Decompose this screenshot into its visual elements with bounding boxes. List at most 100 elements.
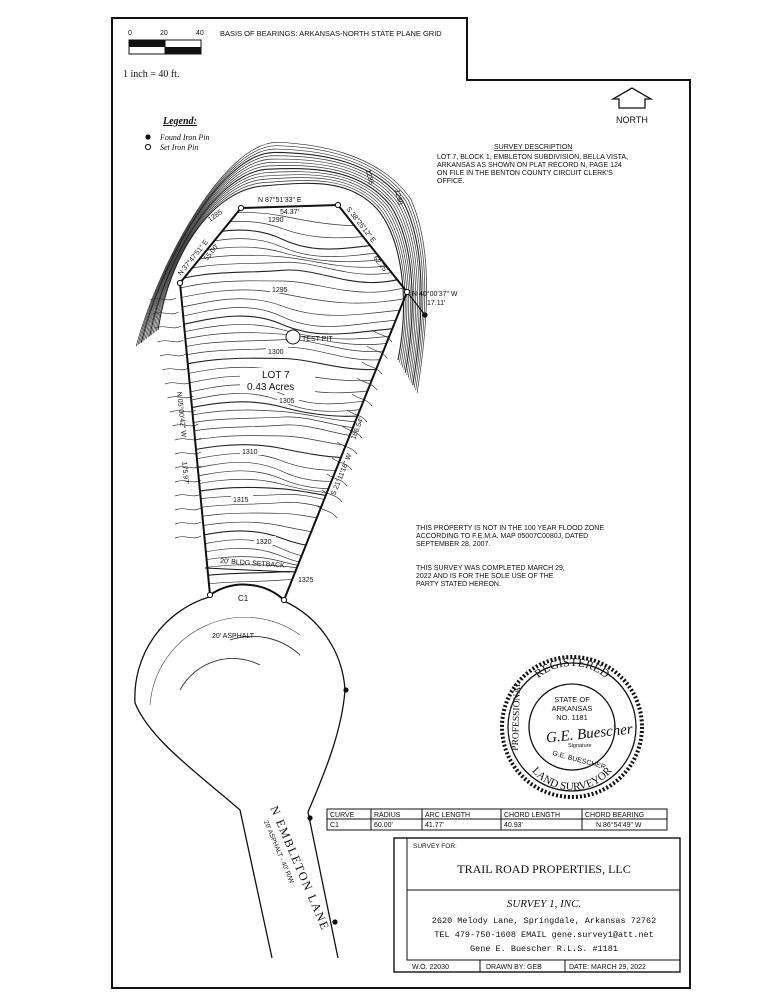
north-arrow-icon: NORTH	[610, 87, 654, 125]
legend-item-found: Found Iron Pin	[159, 133, 209, 142]
found-iron-pin-icon	[145, 134, 151, 140]
contour-line	[316, 505, 338, 519]
contour-line	[180, 315, 407, 335]
contour-line	[154, 177, 408, 366]
lot-boundary	[176, 201, 428, 604]
topographic-contours	[135, 141, 427, 539]
road-name: N EMBLETON LANE	[267, 804, 332, 933]
call-north-distance: 54.37'	[280, 209, 299, 216]
found-iron-pin-icon	[307, 815, 313, 821]
seal-left: PROFESSIONAL	[511, 681, 523, 751]
seal-number: NO. 1181	[556, 713, 588, 722]
contour-label: 1280	[393, 189, 403, 206]
contour-line	[180, 444, 407, 461]
survey-for-label: SURVEY FOR:	[413, 843, 457, 850]
svg-text:PARTY STATED HEREON.: PARTY STATED HEREON.	[416, 581, 501, 588]
contour-line	[180, 298, 407, 316]
setback-label: 20' BLDG SETBACK	[220, 558, 285, 570]
contour-line	[152, 174, 410, 368]
contour-line	[336, 441, 358, 455]
completion-note: THIS SURVEY WAS COMPLETED MARCH 29,	[416, 565, 565, 572]
contour-line	[157, 182, 405, 361]
set-iron-pin-icon	[280, 596, 288, 604]
seal-state: STATE OF	[554, 695, 590, 704]
svg-text:20: 20	[160, 30, 168, 37]
contour-line	[180, 571, 407, 590]
contour-line	[150, 171, 411, 371]
curve-table-header: CURVE	[330, 812, 355, 819]
svg-text:ACCORDING TO F.E.M.A. MAP 0500: ACCORDING TO F.E.M.A. MAP 05007C0080J, D…	[416, 533, 588, 540]
set-iron-pin-icon	[334, 201, 342, 209]
contour-line	[180, 564, 407, 581]
found-iron-pin-icon	[332, 919, 338, 925]
setback-line	[204, 567, 291, 573]
contour-line	[174, 535, 202, 539]
contour-line	[180, 409, 407, 427]
company-address: 2620 Melody Lane, Springdale, Arkansas 7…	[432, 916, 656, 926]
svg-text:SEPTEMBER 28, 2007.: SEPTEMBER 28, 2007.	[416, 541, 490, 548]
contour-line	[155, 180, 406, 363]
set-iron-pin-icon	[206, 591, 214, 599]
contour-line	[356, 377, 378, 391]
contour-line	[145, 161, 417, 378]
found-iron-pin-icon	[343, 687, 349, 693]
contour-line	[180, 521, 407, 538]
call-west-distance: 175.97'	[180, 461, 189, 484]
call-northeast-bearing: S 38°25'12" E	[344, 205, 377, 244]
set-iron-pin-icon	[237, 204, 245, 212]
contour-line	[180, 556, 407, 573]
contour-line	[180, 547, 407, 567]
curve-table-cell: 60.00'	[374, 822, 393, 829]
sheet-border	[111, 17, 691, 989]
contour-label: 1300	[268, 349, 284, 356]
contour-line	[180, 261, 407, 280]
contour-line	[162, 367, 189, 371]
contour-line	[139, 148, 424, 388]
survey-date: DATE: MARCH 29, 2022	[569, 964, 646, 971]
svg-text:ARKANSAS AS SHOWN ON PLAT RECO: ARKANSAS AS SHOWN ON PLAT RECORD N, PAGE…	[437, 162, 622, 169]
contour-line	[326, 473, 348, 487]
curve-label: C1	[238, 594, 249, 603]
contour-labels: 1285 1285 1280 1290 1295 1300 1305 1310 …	[207, 169, 403, 584]
svg-text:OFFICE.: OFFICE.	[437, 178, 465, 185]
contour-line	[152, 311, 179, 315]
svg-text:ON FILE IN THE BENTON COUNTY C: ON FILE IN THE BENTON COUNTY CIRCUIT CLE…	[437, 170, 613, 177]
contour-line	[174, 493, 202, 497]
contour-line	[180, 289, 407, 306]
contour-label: 1295	[272, 287, 288, 294]
contour-line	[180, 539, 407, 560]
set-iron-pin-icon	[144, 143, 152, 151]
title-block: SURVEY FOR: TRAIL ROAD PROPERTIES, LLC S…	[393, 837, 681, 973]
seal-top: REGISTERED	[532, 655, 613, 681]
contour-line	[351, 393, 373, 407]
scale-text: 1 inch = 40 ft.	[123, 69, 179, 80]
curve-table-header: ARC LENGTH	[425, 812, 470, 819]
legend-title: Legend:	[162, 116, 197, 127]
contour-line	[172, 423, 199, 427]
contour-line	[142, 155, 420, 383]
contour-line	[174, 451, 202, 455]
call-west-bearing: N 05°00'42" W	[175, 391, 188, 438]
lot-area: 0.43 Acres	[247, 382, 294, 393]
contour-line	[180, 424, 407, 444]
legend-item-set: Set Iron Pin	[160, 143, 198, 152]
contour-line	[180, 530, 407, 549]
curve-table-header: CHORD LENGTH	[504, 812, 560, 819]
contour-label: 1315	[233, 497, 249, 504]
contour-line	[147, 165, 415, 376]
survey-description-title: SURVEY DESCRIPTION	[494, 144, 572, 151]
seal-signature-caption: Signature	[568, 743, 592, 749]
svg-text:2022 AND IS FOR THE SOLE USE O: 2022 AND IS FOR THE SOLE USE OF THE	[416, 573, 554, 580]
found-iron-pin-icon	[422, 312, 428, 318]
contour-label: 1325	[298, 577, 314, 584]
road-label: N EMBLETON LANE 20' ASPHALT - 40' R/W	[262, 804, 333, 933]
contour-line	[180, 357, 407, 375]
curve-table-cell: 40.93'	[504, 822, 523, 829]
contour-line	[180, 280, 407, 298]
flood-note: THIS PROPERTY IS NOT IN THE 100 YEAR FLO…	[416, 525, 604, 532]
cul-de-sac: 20' ASPHALT	[134, 596, 349, 959]
call-tie-distance: 17.11'	[427, 300, 445, 307]
contour-label: 1285	[364, 169, 374, 186]
legend: Legend: Found Iron Pin Set Iron Pin	[144, 116, 209, 152]
contour-line	[174, 507, 202, 511]
